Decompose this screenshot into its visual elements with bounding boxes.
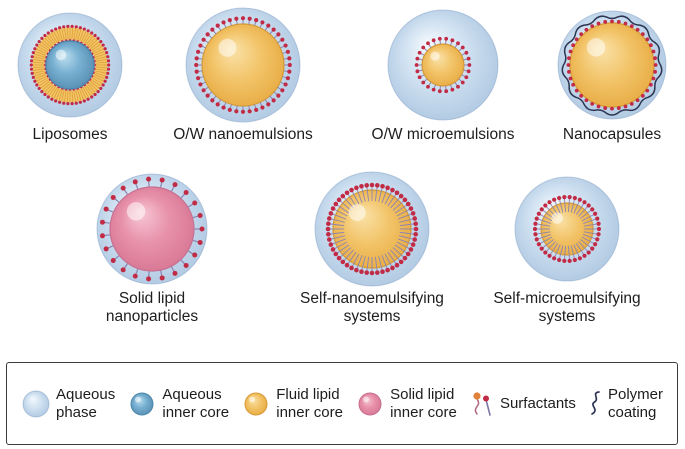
particle-solid-lipid-nanoparticles: Solid lipid nanoparticles xyxy=(52,170,252,326)
particle-nanocapsules: Nanocapsules xyxy=(512,6,685,144)
fluid-lipid-inner-core-icon xyxy=(244,392,268,415)
legend-item-surfactants: Surfactants xyxy=(469,388,576,420)
legend-label: Polymer coating xyxy=(607,385,663,421)
aqueous-inner-core-icon xyxy=(130,392,154,415)
particle-label: Liposomes xyxy=(32,126,108,143)
particle-label: Nanocapsules xyxy=(562,126,662,143)
self-nanoemulsifying-graphic xyxy=(314,171,430,287)
legend-item-aqueous-phase: Aqueous phase xyxy=(21,386,115,421)
particle-ow-microemulsions: O/W microemulsions xyxy=(343,6,543,144)
legend-label: Surfactants xyxy=(499,394,576,412)
solid-lipid-nanoparticle-graphic xyxy=(96,173,208,285)
polymer-coating-icon xyxy=(591,390,600,415)
legend-label: Aqueous phase xyxy=(56,385,116,421)
nanoemulsion-graphic xyxy=(185,7,301,123)
legend-item-polymer-coating: Polymer coating xyxy=(588,386,663,421)
particle-label: O/W microemulsions xyxy=(371,126,515,143)
legend-box: Aqueous phase Aqueous inner core Fluid l… xyxy=(6,362,678,445)
particle-ow-nanoemulsions: O/W nanoemulsions xyxy=(143,6,343,144)
legend-label: Solid lipid inner core xyxy=(390,385,457,421)
nanocapsule-graphic xyxy=(557,10,667,120)
particle-self-microemulsifying: Self-microemulsifying systems xyxy=(467,170,667,326)
particle-label: O/W nanoemulsions xyxy=(173,126,313,143)
particle-liposomes: Liposomes xyxy=(0,6,170,144)
surfactants-icon xyxy=(473,391,491,416)
legend-item-solid-lipid-inner-core: Solid lipid inner core xyxy=(355,386,457,421)
particle-label: Self-microemulsifying systems xyxy=(493,290,641,325)
self-microemulsifying-graphic xyxy=(514,176,620,282)
liposome-graphic xyxy=(17,12,123,118)
legend-label: Aqueous inner core xyxy=(162,385,230,421)
particle-label: Self-nanoemulsifying systems xyxy=(300,290,444,325)
legend-label: Fluid lipid inner core xyxy=(276,385,343,421)
particle-label: Solid lipid nanoparticles xyxy=(105,290,199,325)
solid-lipid-inner-core-icon xyxy=(358,392,382,415)
legend-item-fluid-lipid-inner-core: Fluid lipid inner core xyxy=(241,386,343,421)
microemulsion-graphic xyxy=(387,9,499,121)
legend-item-aqueous-inner-core: Aqueous inner core xyxy=(127,386,229,421)
aqueous-phase-icon xyxy=(22,390,50,417)
particle-self-nanoemulsifying: Self-nanoemulsifying systems xyxy=(272,170,472,326)
